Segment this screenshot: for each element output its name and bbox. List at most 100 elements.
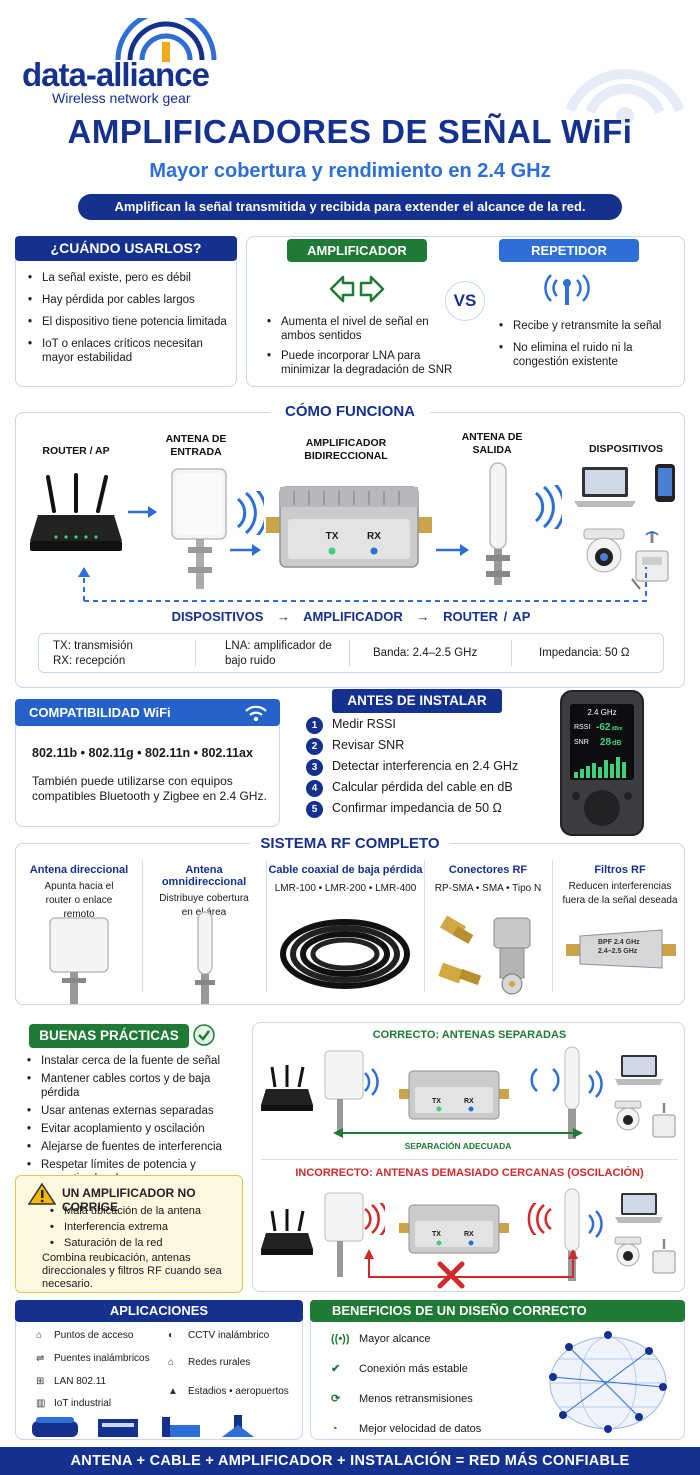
step-number: 4: [306, 780, 323, 797]
meter-button: [624, 792, 632, 800]
spec-bar: TX: transmisión RX: recepción LNA: ampli…: [38, 633, 664, 673]
rf-item-desc: Apunta hacia el router o enlace remoto: [44, 881, 114, 920]
rx-label: RX: [464, 1098, 474, 1105]
rf-item-title: Cable coaxial de baja pérdida: [268, 864, 423, 876]
arrow-right-icon: [230, 544, 261, 556]
apps-item: ▥IoT industrial: [36, 1398, 112, 1409]
benefits-title: BENEFICIOS DE UN DISEÑO CORRECTO: [310, 1300, 685, 1322]
bidirectional-arrows-icon: [329, 275, 385, 303]
signal-meter: 2.4 GHz RSSI -62dBm SNR 28dB: [560, 690, 644, 836]
practice-item: Evitar acoplamiento y oscilación: [27, 1122, 241, 1136]
flow-step: ROUTER / AP: [443, 609, 531, 624]
flow-arrow: →: [416, 609, 430, 624]
warning-item: Mala ubicación de la antena: [50, 1204, 240, 1218]
when-list: La señal existe, pero es débil Hay pérdi…: [28, 271, 228, 373]
check-icon: [193, 1024, 215, 1046]
warning-panel: UN AMPLIFICADOR NO CORRIGE Mala ubicació…: [15, 1175, 243, 1293]
repeater-title: REPETIDOR: [499, 239, 639, 262]
compat-standards: 802.11b • 802.11g • 802.11n • 802.11ax: [32, 746, 253, 760]
warning-item: Saturación de la red: [50, 1236, 240, 1250]
signal-waves-icon: [588, 1070, 603, 1098]
phone-icon: [655, 464, 675, 502]
amplifier-item: Puede incorporar LNA para minimizar la d…: [267, 349, 457, 377]
page-title: AMPLIFICADORES DE SEÑAL WiFi: [67, 113, 633, 150]
router-image: [261, 1209, 313, 1255]
amplifier-label: AMPLIFICADOR BIDIRECCIONAL: [304, 437, 388, 462]
incorrect-title: INCORRECTO: ANTENAS DEMASIADO CERCANAS (…: [295, 1167, 644, 1179]
wifi-arc-icon: [115, 18, 217, 62]
spec-lna: LNA: amplificador de bajo ruido: [225, 640, 332, 667]
benefit-item: ✔Conexión más estable: [331, 1363, 468, 1375]
oscillation-loop-arrow: [364, 1249, 578, 1278]
apps-panel: APLICACIONES ⌂Puntos de acceso ⇌Puentes …: [15, 1300, 303, 1440]
practice-item: Instalar cerca de la fuente de señal: [27, 1054, 241, 1068]
flow-step: DISPOSITIVOS: [171, 609, 264, 624]
practices-panel: BUENAS PRÁCTICAS Instalar cerca de la fu…: [15, 1022, 243, 1185]
before-title: ANTES DE INSTALAR: [332, 689, 502, 713]
when-item: La señal existe, pero es débil: [28, 271, 228, 285]
amplifier-list: Aumenta el nivel de señal en ambos senti…: [267, 315, 457, 385]
tx-label: TX: [432, 1098, 441, 1105]
compat-title-bar: COMPATIBILIDAD WiFi: [15, 699, 280, 726]
vs-badge: VS: [445, 281, 485, 321]
step-label: Revisar SNR: [332, 738, 405, 752]
meter-snr-label: SNR: [574, 739, 589, 746]
practice-item: Usar antenas externas separadas: [27, 1104, 241, 1118]
compat-title: COMPATIBILIDAD WiFi: [29, 705, 171, 720]
bridge-icon: ⇌: [36, 1353, 45, 1364]
return-path-line: [78, 567, 647, 602]
repeater-item: No elimina el ruido ni la congestión exi…: [499, 341, 679, 369]
rf-item: Filtros RF Reducen interferencias fuera …: [554, 864, 686, 908]
compat-note: También puede utilizarse con equipos com…: [32, 774, 267, 803]
warning-icon: [28, 1182, 56, 1205]
rf-connectors-image: [438, 915, 531, 995]
apps-item: ⊞LAN 802.11: [36, 1376, 107, 1387]
rf-item: Cable coaxial de baja pérdida LMR-100 • …: [268, 864, 423, 896]
panel-antenna-image: [324, 1050, 364, 1135]
spec-impedance: Impedancia: 50 Ω: [539, 647, 630, 659]
when-panel: ¿CUÁNDO USARLOS? La señal existe, pero e…: [15, 236, 237, 387]
step-label: Detectar interferencia en 2.4 GHz: [332, 759, 519, 773]
tx-label: TX: [432, 1231, 441, 1238]
warning-item: Interferencia extrema: [50, 1220, 240, 1234]
how-panel: ROUTER / AP ANTENA DE ENTRADA AMPLIFICAD…: [15, 412, 685, 688]
antenna-signal-icon: [544, 274, 590, 305]
rf-filter-image: [566, 929, 676, 969]
rf-item-title: Antena omnidireccional: [161, 864, 247, 888]
correct-title: CORRECTO: ANTENAS SEPARADAS: [372, 1029, 567, 1041]
factory-icon: ▥: [36, 1398, 46, 1409]
rf-panel: Antena direccional Apunta hacia el route…: [15, 843, 685, 1005]
antenna-in-label: ANTENA DE ENTRADA: [165, 433, 227, 458]
router-image: [261, 1065, 313, 1111]
cctv-icon: ◐: [168, 1330, 175, 1341]
devices-label: DISPOSITIVOS: [588, 443, 664, 455]
meter-screen: 2.4 GHz RSSI -62dBm SNR 28dB: [570, 704, 634, 780]
practices-list: Instalar cerca de la fuente de señal Man…: [27, 1054, 241, 1186]
access-point-icon: ⌂: [36, 1330, 43, 1341]
router-label: ROUTER / AP: [42, 445, 110, 457]
when-title: ¿CUÁNDO USARLOS?: [15, 236, 237, 261]
iot-sensor-icon: [631, 531, 669, 590]
amplifier-image: [399, 1070, 509, 1120]
signal-waves-icon: [364, 1068, 379, 1096]
interference-waves-icon: [364, 1203, 385, 1235]
iot-sensor-icon: [652, 1103, 676, 1138]
rf-item-desc: LMR-100 • LMR-200 • LMR-400: [274, 883, 417, 894]
separation-label: SEPARACIÓN ADECUADA: [404, 1141, 512, 1151]
spec-band: Banda: 2.4–2.5 GHz: [373, 647, 478, 659]
brand-name: data-alliance: [22, 56, 210, 93]
panel-antenna-image: [324, 1192, 364, 1277]
row-divider: [261, 1159, 678, 1160]
stadium-icon: ▲: [168, 1386, 178, 1397]
apps-title: APLICACIONES: [15, 1300, 303, 1322]
rf-item: Conectores RF RP-SMA • SMA • Tipo N: [426, 864, 550, 896]
warning-note: Combina reubicación, antenas direccional…: [42, 1252, 222, 1290]
how-title: CÓMO FUNCIONA: [270, 403, 430, 420]
footer-banner: ANTENA + CABLE + AMPLIFICADOR + INSTALAC…: [0, 1447, 700, 1475]
meter-rssi-label: RSSI: [574, 724, 591, 731]
rf-divider: [142, 860, 143, 992]
signal-waves-icon: [534, 485, 562, 529]
apps-item: ⌂Redes rurales: [168, 1357, 251, 1368]
